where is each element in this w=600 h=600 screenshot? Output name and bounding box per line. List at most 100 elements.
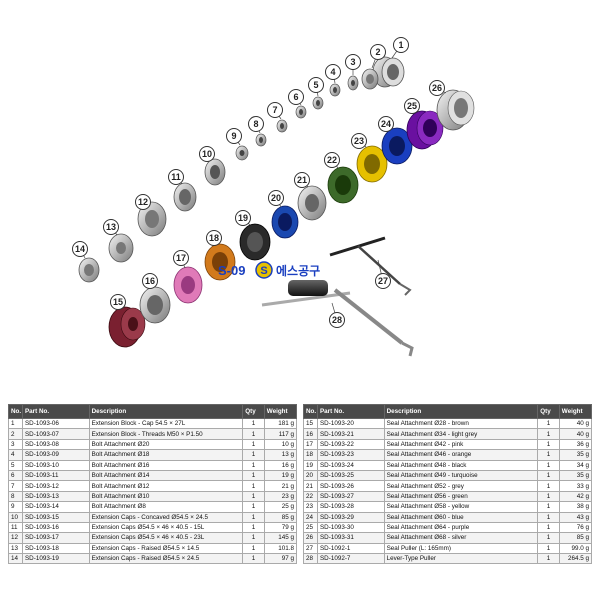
callout-23: 23 — [351, 133, 367, 149]
callout-number: 5 — [313, 80, 318, 90]
cell-no: 18 — [303, 449, 318, 461]
cell-no: 28 — [303, 553, 318, 565]
cell-no: 15 — [303, 417, 318, 430]
cell-part-no: SD-1093-06 — [21, 417, 90, 430]
cell-part-no: SD-1093-13 — [21, 490, 90, 503]
part-24-seal-blue — [381, 127, 413, 165]
cell-part-no: SD-1093-31 — [316, 532, 385, 544]
cell-weight: 34 g — [558, 459, 593, 471]
part-25-seal-purple — [406, 110, 444, 150]
col-header-weight: Weight — [263, 404, 298, 419]
cell-no: 9 — [8, 501, 23, 513]
cell-qty: 1 — [537, 542, 560, 555]
cell-no: 11 — [8, 521, 23, 534]
part-14-extension-cap — [78, 257, 100, 283]
cell-no: 6 — [8, 469, 23, 482]
cell-qty: 1 — [537, 521, 560, 534]
cell-description: Bolt Attachment Ø12 — [88, 480, 244, 492]
cell-weight: 145 g — [263, 532, 298, 544]
cell-description: Extension Block - Cap 54.5 × 27L — [88, 417, 244, 430]
callout-5: 5 — [308, 77, 324, 97]
callout-18: 18 — [206, 230, 222, 246]
cell-qty: 1 — [242, 511, 265, 523]
cell-weight: 99.0 g — [558, 542, 593, 555]
cell-qty: 1 — [242, 438, 265, 451]
cell-qty: 1 — [242, 501, 265, 513]
callout-3: 3 — [345, 54, 361, 75]
cell-weight: 117 g — [263, 428, 298, 440]
cell-description: Bolt Attachment Ø8 — [88, 501, 244, 513]
cell-part-no: SD-1093-19 — [21, 553, 90, 565]
cell-description: Seal Attachment Ø46 - orange — [383, 449, 539, 461]
callout-number: 23 — [354, 136, 364, 146]
callout-number: 20 — [271, 193, 281, 203]
col-header-part-no: Part No. — [21, 404, 90, 419]
callout-number: 14 — [75, 244, 85, 254]
cell-no: 26 — [303, 532, 318, 544]
cell-qty: 1 — [537, 490, 560, 503]
callout-number: 11 — [171, 172, 181, 182]
cell-description: Bolt Attachment Ø18 — [88, 449, 244, 461]
part-28-lever-puller — [261, 280, 414, 357]
cell-qty: 1 — [537, 511, 560, 523]
cell-description: Extension Caps Ø54.5 × 46 × 40.5 - 23L — [88, 532, 244, 544]
cell-no: 7 — [8, 480, 23, 492]
cell-description: Bolt Attachment Ø20 — [88, 438, 244, 451]
cell-no: 5 — [8, 459, 23, 471]
cell-qty: 1 — [242, 521, 265, 534]
cell-description: Seal Attachment Ø58 - yellow — [383, 501, 539, 513]
cell-no: 22 — [303, 490, 318, 503]
cell-part-no: SD-1093-15 — [21, 511, 90, 523]
cell-weight: 42 g — [558, 490, 593, 503]
cell-part-no: SD-1093-11 — [21, 469, 90, 482]
cell-qty: 1 — [537, 480, 560, 492]
callout-number: 10 — [202, 149, 212, 159]
callout-number: 26 — [432, 83, 442, 93]
cell-qty: 1 — [537, 532, 560, 544]
part-10-extension-cap — [204, 158, 226, 186]
cell-description: Seal Attachment Ø34 - light grey — [383, 428, 539, 440]
cell-qty: 1 — [242, 480, 265, 492]
cell-part-no: SD-1093-24 — [316, 459, 385, 471]
callout-24: 24 — [378, 116, 394, 132]
cell-no: 23 — [303, 501, 318, 513]
cell-description: Seal Attachment Ø42 - pink — [383, 438, 539, 451]
cell-weight: 85 g — [558, 532, 593, 544]
cell-weight: 10 g — [263, 438, 298, 451]
cell-weight: 16 g — [263, 459, 298, 471]
cell-part-no: SD-1093-12 — [21, 480, 90, 492]
callout-19: 19 — [235, 210, 251, 226]
cell-no: 19 — [303, 459, 318, 471]
part-19-seal-black — [239, 223, 271, 261]
col-header-weight: Weight — [558, 404, 593, 419]
cell-no: 14 — [8, 553, 23, 565]
exploded-parts-diagram: S-09 S 에스공구 1234567891011121314151617181… — [72, 37, 475, 357]
part-18-seal-orange — [204, 243, 236, 281]
part-9-bolt-attachment — [235, 145, 249, 161]
callout-number: 12 — [138, 197, 148, 207]
cell-part-no: SD-1092-7 — [316, 553, 385, 565]
cell-part-no: SD-1093-22 — [316, 438, 385, 451]
cell-qty: 1 — [242, 532, 265, 544]
cell-qty: 1 — [537, 428, 560, 440]
cell-description: Seal Attachment Ø52 - grey — [383, 480, 539, 492]
cell-description: Seal Attachment Ø49 - turquoise — [383, 469, 539, 482]
callout-number: 8 — [253, 119, 258, 129]
part-7-bolt-attachment — [276, 119, 288, 133]
callout-number: 9 — [231, 131, 236, 141]
cell-description: Extension Caps - Raised Ø54.5 × 14.5 — [88, 542, 244, 555]
cell-weight: 97 g — [263, 553, 298, 565]
col-header-qty: Qty — [242, 404, 265, 419]
cell-description: Bolt Attachment Ø14 — [88, 469, 244, 482]
